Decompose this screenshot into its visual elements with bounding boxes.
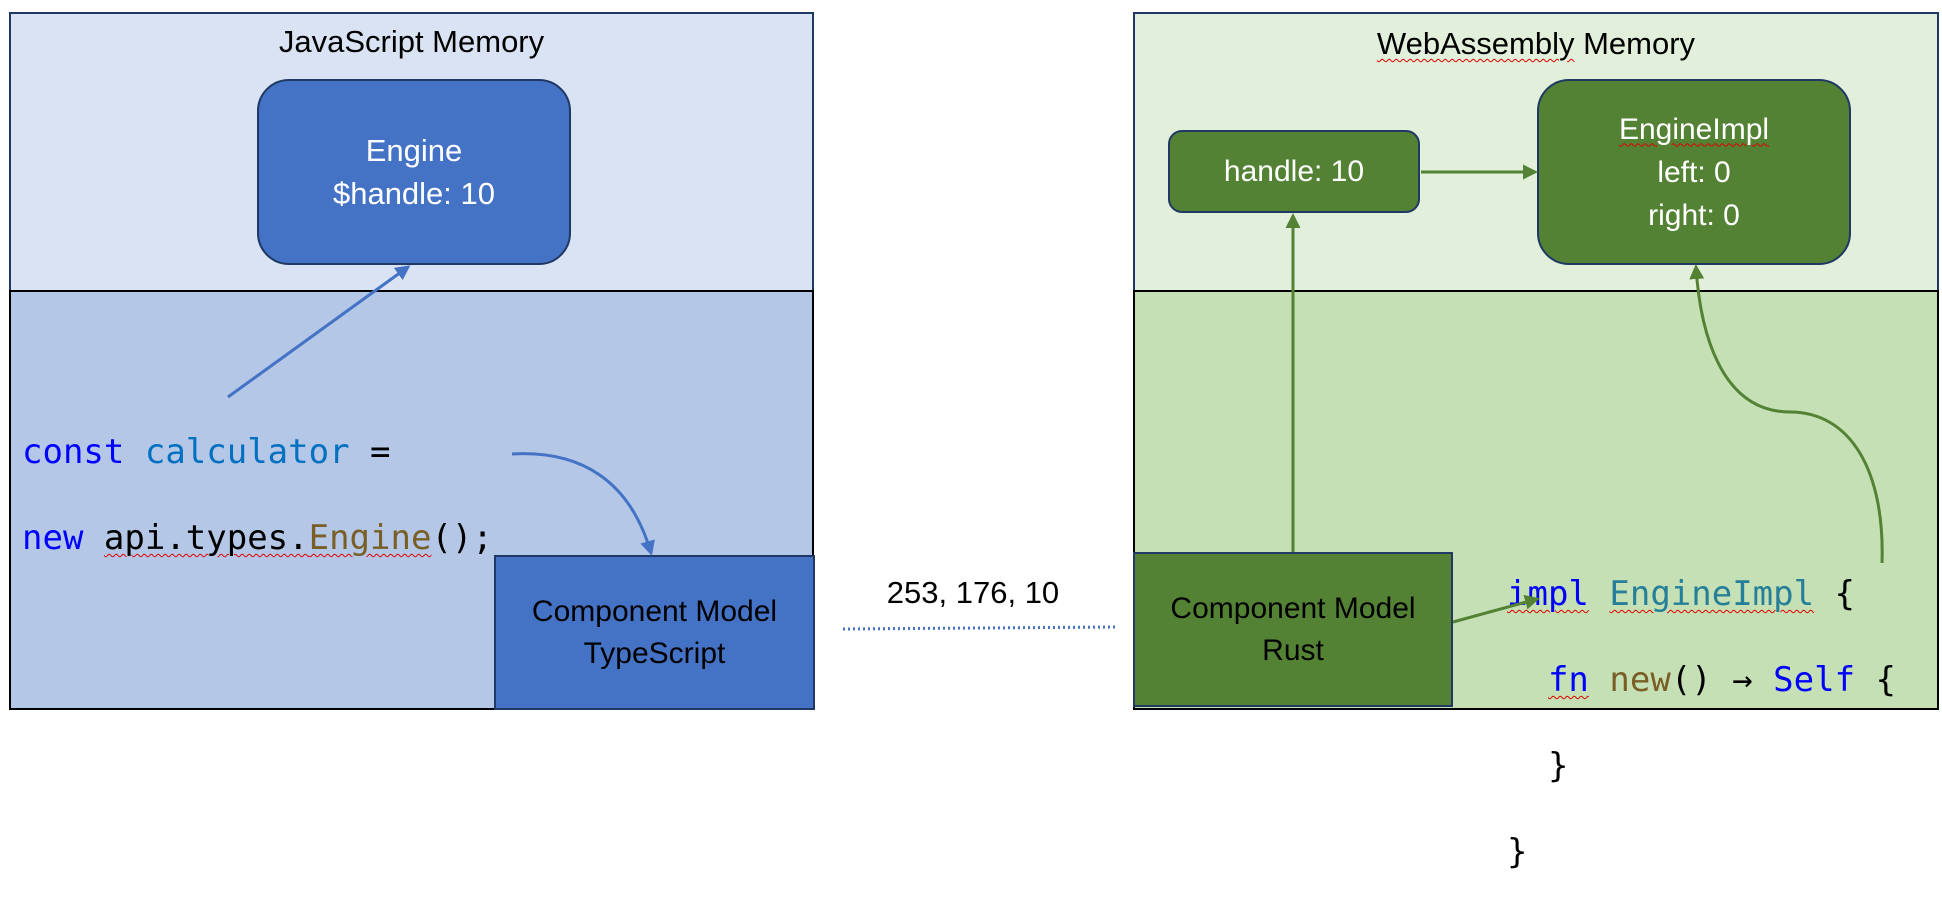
connector-layer bbox=[227, 164, 1884, 631]
handle-label: handle: 10 bbox=[1223, 155, 1365, 188]
mapping-label: 253, 176, 10 bbox=[886, 575, 1060, 610]
typescript-label: TypeScript bbox=[583, 636, 726, 670]
engine-call-to-component-model-arrow bbox=[511, 452, 655, 556]
engine-handle-label: $handle: 10 bbox=[332, 176, 496, 211]
rust-code-line-3: } bbox=[1547, 746, 1569, 786]
js-code-block: const calculator = new api.types.Engine(… bbox=[22, 388, 493, 603]
rust-code-line-4: } bbox=[1507, 832, 1528, 872]
component-model-label: Component Model bbox=[531, 594, 778, 628]
rust-code-line-1: impl EngineImpl { bbox=[1507, 574, 1856, 614]
engine-impl-label: EngineImpl bbox=[1618, 112, 1770, 146]
webassembly-memory-title: WebAssembly Memory bbox=[1376, 26, 1696, 61]
right-field-label: right: 0 bbox=[1648, 198, 1740, 232]
js-code-line-2: new api.types.Engine(); bbox=[22, 518, 493, 558]
rust-label: Rust bbox=[1262, 633, 1324, 667]
left-field-label: left: 0 bbox=[1657, 155, 1731, 189]
component-model-label: Component Model bbox=[1170, 591, 1416, 625]
js-code-line-1: const calculator = bbox=[22, 432, 391, 472]
component-model-rust-box: Component Model Rust bbox=[1133, 552, 1453, 707]
engine-impl-box: EngineImpl left: 0 right: 0 bbox=[1537, 79, 1851, 265]
rust-component-to-fn-new-arrow bbox=[1452, 594, 1540, 624]
dotted-connector-line bbox=[842, 625, 1117, 631]
calculator-to-engine-arrow bbox=[227, 265, 411, 399]
rust-code-line-2: fn new() → Self { bbox=[1547, 660, 1897, 700]
engine-label: Engine bbox=[365, 133, 463, 168]
handle-box: handle: 10 bbox=[1168, 130, 1420, 213]
javascript-memory-title: JavaScript Memory bbox=[278, 24, 545, 59]
engine-box: Engine $handle: 10 bbox=[257, 79, 571, 265]
component-model-typescript-box: Component Model TypeScript bbox=[494, 555, 815, 710]
impl-to-engine-impl-arrow bbox=[1689, 264, 1884, 564]
rust-code-block: impl EngineImpl { fn new() → Self { } } bbox=[1507, 530, 1896, 917]
